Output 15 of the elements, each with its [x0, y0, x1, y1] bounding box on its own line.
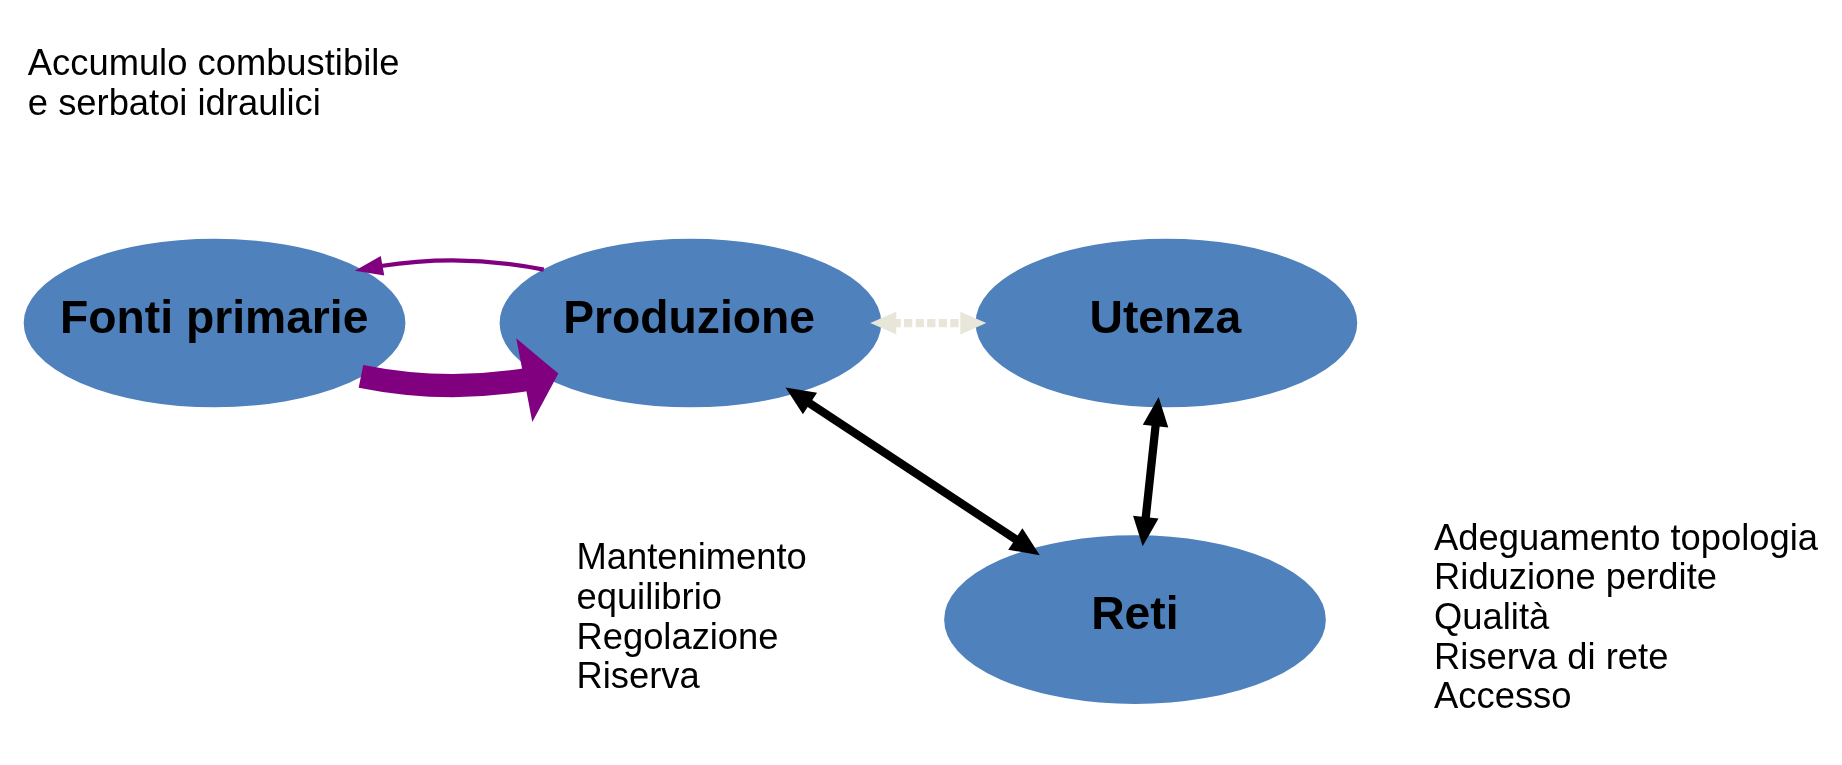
node-label: Qualità: [1434, 595, 1550, 637]
node-label: Mantenimento equilibrio: [576, 536, 807, 618]
node-ellipse: Produzione: [499, 238, 882, 408]
node-label: Accumulo combustibile e serbatoi idraulici: [27, 42, 400, 123]
node-ellipse: Utenza: [975, 238, 1358, 408]
arrow: [785, 387, 1040, 556]
arrow: [358, 338, 559, 422]
node-label: Accesso: [1434, 675, 1572, 717]
node-ellipse: Reti: [944, 535, 1326, 704]
node-ellipse: Fonti primarie: [23, 238, 406, 408]
arrow: [1133, 396, 1169, 547]
arrow: [354, 256, 545, 276]
node-label: Adeguamento topologia: [1434, 516, 1819, 558]
node-label: Riserva di rete: [1434, 635, 1669, 677]
arrow: [870, 311, 987, 335]
